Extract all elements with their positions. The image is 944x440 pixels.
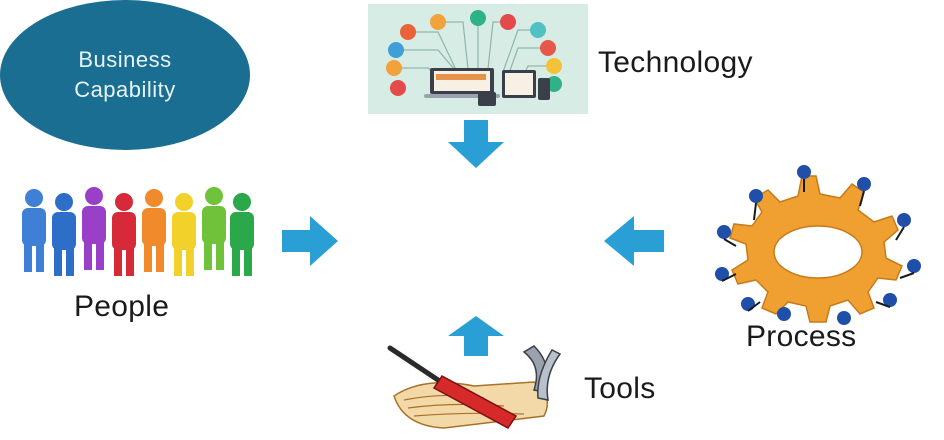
arrow-left-icon bbox=[604, 216, 664, 266]
technology-label: Technology bbox=[598, 46, 753, 79]
center-label-line2: Capability bbox=[74, 77, 176, 102]
arrow-down-icon bbox=[448, 120, 504, 168]
process-gear-illustration bbox=[715, 165, 921, 325]
tools-illustration bbox=[387, 345, 562, 429]
arrow-up-icon bbox=[448, 316, 504, 356]
arrow-right-icon bbox=[282, 216, 338, 266]
people-illustration bbox=[22, 187, 254, 276]
tools-label: Tools bbox=[584, 372, 656, 405]
technology-illustration bbox=[368, 4, 588, 114]
process-label: Process bbox=[746, 320, 857, 353]
center-label-line1: Business bbox=[78, 47, 172, 72]
business-capability-node: Business Capability bbox=[0, 0, 250, 150]
people-label: People bbox=[74, 290, 170, 323]
